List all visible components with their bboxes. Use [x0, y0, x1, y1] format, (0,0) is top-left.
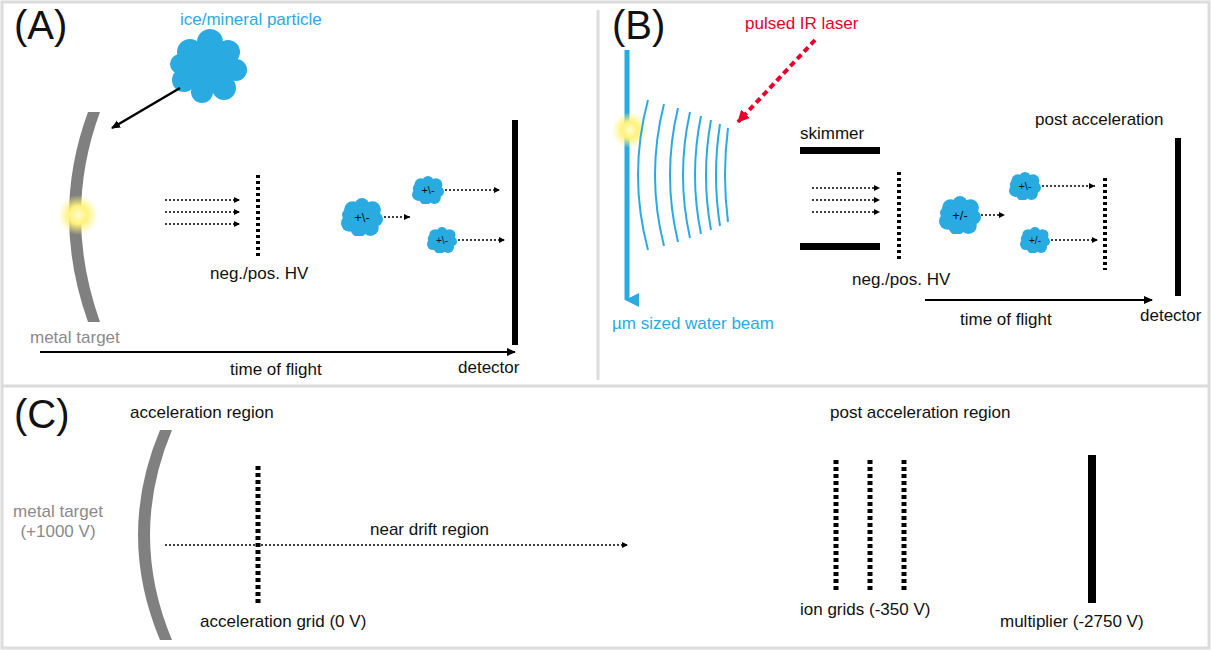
component-label: ice/mineral particle — [180, 10, 322, 30]
charge-sign: +/- — [952, 208, 968, 223]
voltage-label: neg./pos. HV — [852, 270, 950, 290]
electrode-label: multiplier (-2750 V) — [1000, 612, 1144, 632]
charged-particle: +\- — [412, 176, 444, 204]
panel-letter: (B) — [612, 2, 665, 48]
component-label: metal target — [30, 328, 120, 348]
voltage-label: neg./pos. HV — [210, 264, 308, 284]
electrode-label: acceleration grid (0 V) — [200, 612, 366, 632]
charge-sign: +\- — [1018, 180, 1031, 192]
region-label: acceleration region — [130, 403, 274, 423]
component-label: detector — [458, 358, 519, 378]
component-label: post acceleration — [1035, 110, 1164, 130]
laser-label: pulsed IR laser — [745, 14, 858, 34]
electrode-label: metal target (+1000 V) — [8, 502, 108, 541]
component-label: detector — [1140, 306, 1201, 326]
region-label: near drift region — [370, 520, 489, 540]
axis-label: time of flight — [230, 360, 322, 380]
component-label: skimmer — [800, 124, 864, 144]
charged-particle: +/- — [1020, 227, 1050, 253]
axis-label: time of flight — [960, 310, 1052, 330]
charged-particle: +/- — [939, 196, 981, 234]
charged-particle: +\- — [341, 198, 383, 236]
charge-sign: +\- — [354, 210, 370, 225]
charge-sign: +\- — [436, 235, 448, 246]
charge-sign: +\- — [421, 184, 434, 196]
charged-particle: +\- — [1009, 172, 1041, 200]
electrode-label: ion grids (-350 V) — [800, 600, 930, 620]
panel-letter: (C) — [14, 391, 70, 437]
panel-letter: (A) — [14, 2, 67, 48]
charge-sign: +/- — [1029, 235, 1041, 246]
component-label: µm sized water beam — [612, 314, 774, 334]
region-label: post acceleration region — [830, 403, 1011, 423]
charged-particle: +\- — [427, 227, 457, 253]
